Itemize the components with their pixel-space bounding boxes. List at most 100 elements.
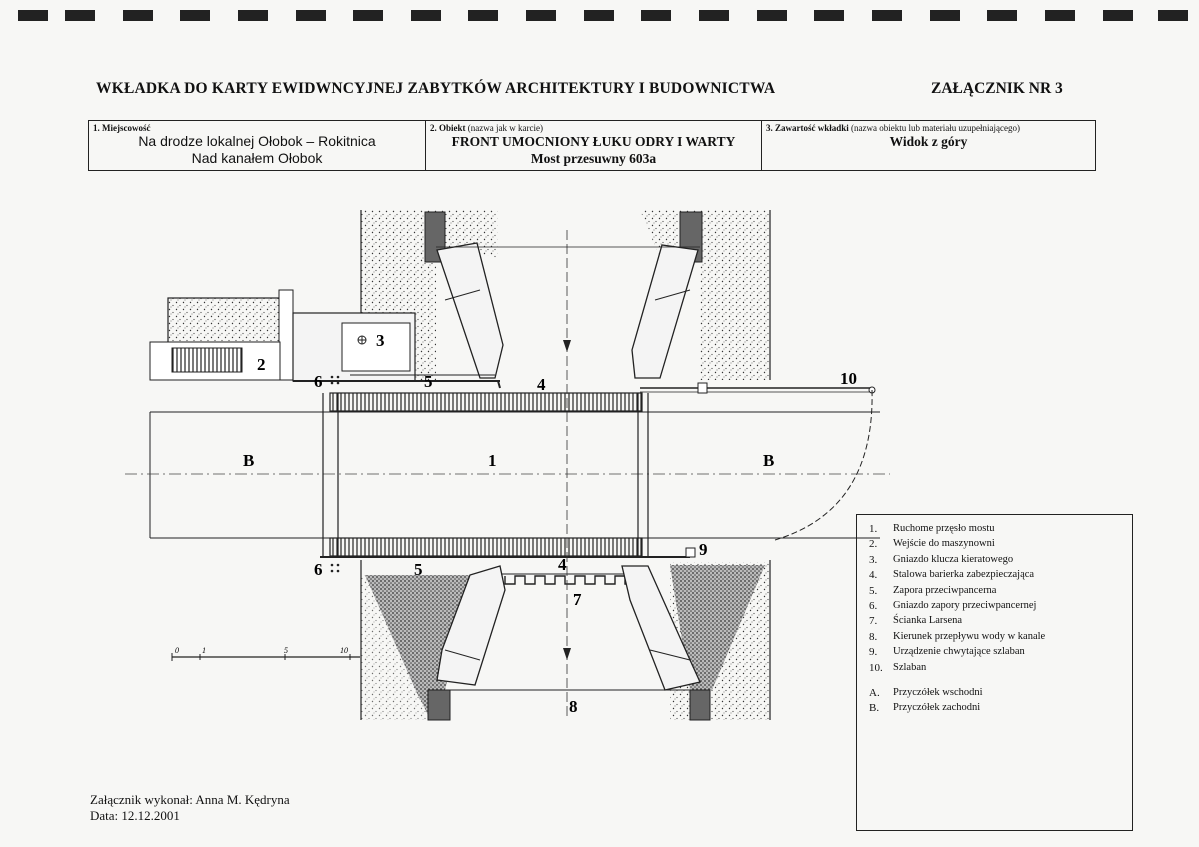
binding-hole bbox=[123, 10, 153, 21]
legend-item-text: Ruchome przęsło mostu bbox=[893, 523, 995, 534]
label-6-top: 6 bbox=[314, 372, 323, 391]
flow-arrow-top bbox=[563, 340, 571, 352]
binding-hole bbox=[584, 10, 614, 21]
info-table: 1. Miejscowość Na drodze lokalnej Ołobok… bbox=[88, 120, 1096, 171]
legend-item-text: Gniazdo zapory przeciwpancernej bbox=[893, 600, 1037, 611]
legend-item: 6. Gniazdo zapory przeciwpancernej bbox=[869, 600, 1036, 612]
socket-markers bbox=[330, 375, 340, 573]
legend-item: 5. Zapora przeciwpancerna bbox=[869, 585, 996, 597]
label-1: 1 bbox=[488, 451, 497, 470]
binding-hole bbox=[872, 10, 902, 21]
road-outline bbox=[125, 411, 890, 539]
field-label: 1. Miejscowość bbox=[93, 123, 151, 133]
legend-item-number: 1. bbox=[869, 523, 878, 535]
legend-item-number: B. bbox=[869, 702, 880, 714]
binding-hole bbox=[65, 10, 95, 21]
legend-item-number: A. bbox=[869, 687, 880, 699]
binding-hole bbox=[814, 10, 844, 21]
machine-room-area bbox=[149, 289, 501, 389]
legend-item-number: 7. bbox=[869, 615, 878, 627]
moving-span bbox=[320, 392, 696, 558]
binding-hole bbox=[987, 10, 1017, 21]
legend-item-text: Przyczółek zachodni bbox=[893, 702, 981, 713]
binding-hole bbox=[1158, 10, 1188, 21]
legend-item: 2. Wejście do maszynowni bbox=[869, 538, 995, 550]
label-10: 10 bbox=[840, 369, 857, 388]
scale-tick-5: 5 bbox=[284, 646, 288, 655]
legend-item-text: Wejście do maszynowni bbox=[893, 538, 995, 549]
binding-hole bbox=[1103, 10, 1133, 21]
scale-tick-10: 10 bbox=[340, 646, 348, 655]
barrier-line bbox=[640, 382, 876, 541]
label-5-top: 5 bbox=[424, 372, 433, 391]
label-b-right: B bbox=[763, 451, 774, 470]
legend-item-text: Przyczółek wschodni bbox=[893, 687, 983, 698]
legend-item-number: 2. bbox=[869, 538, 878, 550]
legend-box: 1. Ruchome przęsło mostu 2. Wejście do masz… bbox=[856, 514, 1133, 831]
legend-item-text: Zapora przeciwpancerna bbox=[893, 585, 997, 596]
legend-item-number: 9. bbox=[869, 646, 878, 658]
label-9: 9 bbox=[699, 540, 708, 559]
legend-item: B. Przyczółek zachodni bbox=[869, 702, 980, 714]
binding-hole bbox=[641, 10, 671, 21]
author-line: Załącznik wykonał: Anna M. Kędryna bbox=[90, 792, 290, 807]
legend-item-number: 4. bbox=[869, 569, 878, 581]
legend-item: 9.Urządzenie chwytające szlaban bbox=[869, 646, 1025, 658]
legend-item-number: 5. bbox=[869, 585, 878, 597]
label-4-bottom: 4 bbox=[558, 555, 567, 574]
legend-item-number: 8. bbox=[869, 631, 878, 643]
label-5-bottom: 5 bbox=[414, 560, 423, 579]
upper-right-abutment bbox=[631, 210, 771, 380]
legend-item: 10.Szlaban bbox=[869, 662, 926, 674]
binding-hole bbox=[757, 10, 787, 21]
legend-item-number: 6. bbox=[869, 600, 878, 612]
field-obiekt: 2. Obiekt (nazwa jak w karcie) FRONT UMO… bbox=[426, 121, 762, 170]
scale-tick-0: 0 bbox=[175, 646, 179, 655]
binding-hole bbox=[468, 10, 498, 21]
date-line: Data: 12.12.2001 bbox=[90, 808, 180, 823]
page-title: WKŁADKA DO KARTY EWIDWNCYJNEJ ZABYTKÓW A… bbox=[96, 80, 776, 97]
binding-hole bbox=[353, 10, 383, 21]
legend-item: 4. Stalowa barierka zabezpieczająca bbox=[869, 569, 1034, 581]
scale-bar: 0 1 5 10 bbox=[171, 646, 360, 661]
flow-arrow-bottom bbox=[563, 648, 571, 660]
legend-item-text: Kierunek przepływu wody w kanale bbox=[893, 631, 1046, 642]
binding-hole bbox=[526, 10, 556, 21]
scale-tick-1: 1 bbox=[202, 646, 206, 655]
legend-item: 1. Ruchome przęsło mostu bbox=[869, 523, 994, 535]
legend-item: 7. Ścianka Larsena bbox=[869, 615, 962, 627]
binding-hole bbox=[296, 10, 326, 21]
field-value-line2: Most przesuwny 603a bbox=[530, 151, 657, 166]
label-6-bottom: 6 bbox=[314, 560, 323, 579]
legend-item: A. Przyczółek wschodni bbox=[869, 687, 983, 699]
lower-right-abutment bbox=[621, 560, 771, 721]
annex-number: ZAŁĄCZNIK NR 3 bbox=[931, 80, 1063, 97]
binding-hole bbox=[930, 10, 960, 21]
legend-item-number: 10. bbox=[869, 662, 883, 674]
label-2: 2 bbox=[257, 355, 266, 374]
field-label-note: (nazwa obiektu lub materiału uzupełniają… bbox=[848, 123, 1020, 133]
label-b-left: B bbox=[243, 451, 254, 470]
label-7: 7 bbox=[573, 590, 582, 609]
larsen-sheet-pile bbox=[504, 575, 635, 585]
field-value-line2: Nad kanałem Ołobok bbox=[191, 150, 323, 166]
field-value-line1: Na drodze lokalnej Ołobok – Rokitnica bbox=[138, 133, 376, 149]
field-label: 3. Zawartość wkładki bbox=[766, 123, 849, 133]
legend-item: 8. Kierunek przepływu wody w kanale bbox=[869, 631, 1045, 643]
legend-item-number: 3. bbox=[869, 554, 878, 566]
binding-hole bbox=[411, 10, 441, 21]
legend-item: 3.Gniazdo klucza kieratowego bbox=[869, 554, 1013, 566]
label-3: 3 bbox=[376, 331, 385, 350]
lower-left-abutment bbox=[360, 560, 700, 721]
field-label-note: (nazwa jak w karcie) bbox=[465, 123, 543, 133]
legend-item-text: Ścianka Larsena bbox=[893, 615, 963, 626]
label-8: 8 bbox=[569, 697, 578, 716]
binding-hole bbox=[238, 10, 268, 21]
field-zawartosc: 3. Zawartość wkładki (nazwa obiektu lub … bbox=[762, 121, 1095, 170]
field-label: 2. Obiekt bbox=[430, 123, 466, 133]
binding-hole bbox=[18, 10, 48, 21]
binding-hole bbox=[180, 10, 210, 21]
binding-hole bbox=[699, 10, 729, 21]
legend-item-text: Stalowa barierka zabezpieczająca bbox=[893, 569, 1035, 580]
